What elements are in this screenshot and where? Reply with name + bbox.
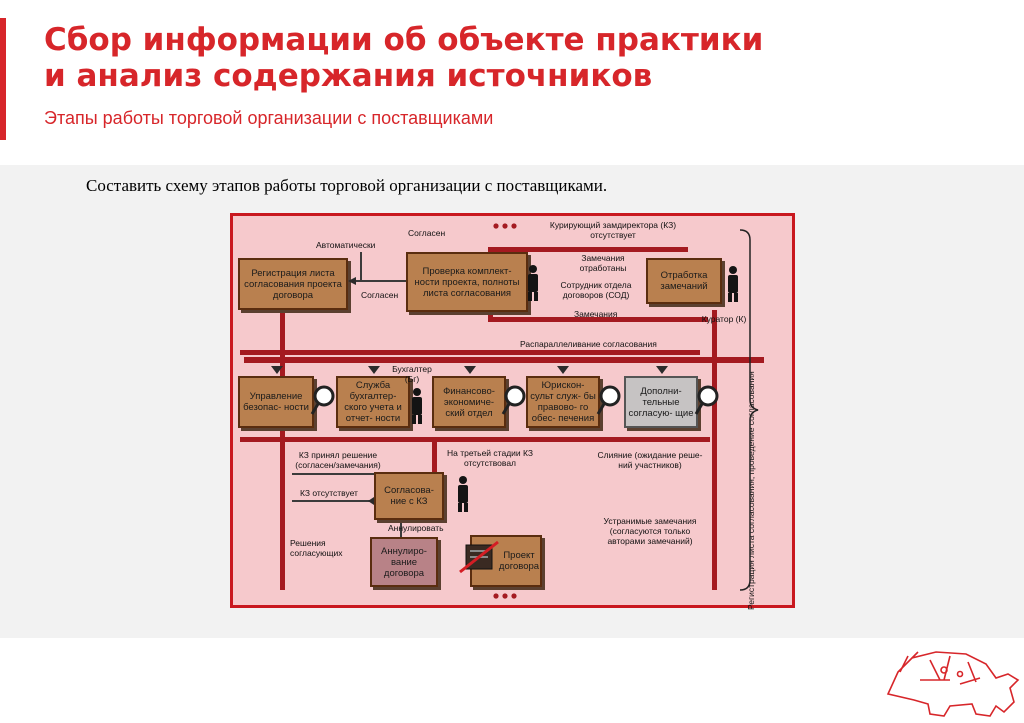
box-kz-approval: Согласова- ние с КЗ bbox=[374, 472, 444, 520]
flow-bar-main-horizontal bbox=[244, 357, 764, 363]
box-legal: Юрискон- сульт служ- бы правово- го обес… bbox=[526, 376, 600, 428]
page-subtitle: Этапы работы торговой организации с пост… bbox=[44, 108, 494, 128]
task-text: Составить схему этапов работы торговой о… bbox=[86, 176, 608, 195]
ellipsis-top-icon bbox=[493, 223, 517, 229]
magnifier-icon bbox=[310, 385, 719, 415]
box-finance: Финансово- экономиче- ский отдел bbox=[432, 376, 506, 428]
label-agreed-top: Согласен bbox=[408, 228, 446, 238]
label-fixable: Устранимые замечания (согласуются только… bbox=[603, 516, 697, 546]
box-rework: Отработка замечаний bbox=[646, 258, 722, 304]
page-title: Сбор информации об объекте практики и ан… bbox=[44, 22, 763, 94]
connector-auto bbox=[360, 252, 362, 280]
label-dept-employee: Сотрудник отдела договоров (СОД) bbox=[560, 280, 632, 300]
flow-bar-top-horizontal bbox=[488, 247, 688, 252]
flow-bar-check-bottom bbox=[488, 317, 708, 322]
person-icon bbox=[412, 265, 738, 512]
box-security: Управление безопас- ности bbox=[238, 376, 314, 428]
title-line-1: Сбор информации об объекте практики bbox=[44, 22, 764, 58]
label-agreed-mid: Согласен bbox=[361, 290, 399, 300]
accent-bar bbox=[0, 18, 6, 140]
connector-reg-check bbox=[348, 280, 406, 282]
box-additional: Дополни- тельные согласую- щие bbox=[624, 376, 698, 428]
arrow-left-icon bbox=[348, 277, 356, 285]
rhino-logo-icon bbox=[886, 651, 1020, 717]
box-cancel: Аннулиро- вание договора bbox=[370, 537, 438, 587]
label-curator: Куратор (К) bbox=[701, 314, 747, 324]
box-accounting: Служба бухгалтер- ского учета и отчет- н… bbox=[336, 376, 410, 428]
label-merge: Слияние (ожидание реше- ний участников) bbox=[597, 450, 703, 470]
connector-cancel bbox=[400, 522, 402, 540]
brace-icon bbox=[739, 229, 759, 591]
title-line-2: и анализ содержания источников bbox=[44, 58, 653, 94]
box-registration: Регистрация листа согласования проекта д… bbox=[238, 258, 348, 310]
label-third-stage: На третьей стадии КЗ отсутствовал bbox=[446, 448, 534, 468]
label-accountant: Бухгалтер (Бг) bbox=[392, 364, 432, 384]
label-remarks: Замечания bbox=[574, 309, 618, 319]
label-decisions: Решения согласующих bbox=[290, 538, 343, 558]
flow-bar-right-vertical bbox=[712, 310, 717, 590]
document-icon bbox=[459, 540, 499, 574]
label-deputy: Курирующий замдиректора (КЗ) отсутствует bbox=[549, 220, 677, 240]
connector-decision bbox=[292, 473, 432, 475]
label-kz-decision: КЗ принял решение (согласен/замечания) bbox=[295, 450, 381, 470]
connector-kz-left bbox=[292, 500, 374, 502]
flow-bar-top-branch bbox=[240, 350, 700, 355]
label-annul: Аннулировать bbox=[388, 523, 444, 533]
label-kz-absent: КЗ отсутствует bbox=[300, 488, 358, 498]
label-remarks-done: Замечания отработаны bbox=[579, 253, 627, 273]
down-arrows bbox=[271, 366, 668, 374]
label-parallel: Распараллеливание согласования bbox=[520, 339, 657, 349]
flow-bar-left-vertical bbox=[280, 310, 285, 590]
arrow-into-kz-icon bbox=[368, 497, 374, 505]
box-check: Проверка комплект- ности проекта, полнот… bbox=[406, 252, 528, 312]
label-automatic: Автоматически bbox=[316, 240, 376, 250]
ellipsis-bottom-icon bbox=[493, 593, 517, 599]
flow-bar-bottom-horizontal bbox=[240, 437, 710, 442]
